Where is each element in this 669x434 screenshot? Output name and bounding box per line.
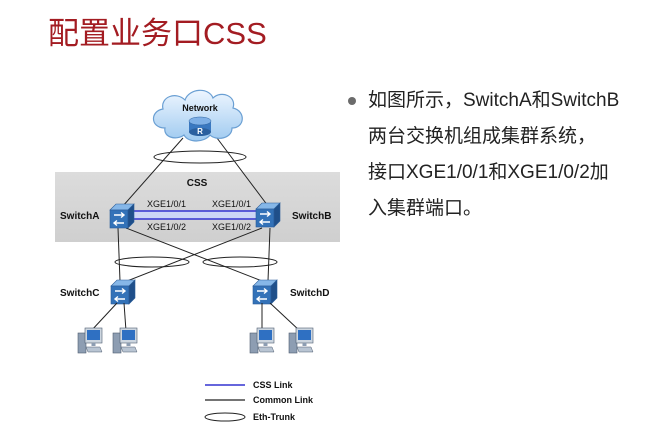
port-label-b-bottom: XGE1/0/2 xyxy=(212,222,251,232)
link-b-c xyxy=(126,227,263,282)
legend-eth-trunk-ellipse xyxy=(204,412,246,422)
bullet-line-1: 如图所示，SwitchA和SwitchB xyxy=(368,90,620,111)
link-b-d xyxy=(267,227,271,282)
eth-trunk-switchc xyxy=(114,256,190,268)
link-a-c xyxy=(117,227,121,282)
pc-icon xyxy=(249,327,275,354)
switch-a-label: SwitchA xyxy=(60,211,99,222)
link-c-pc2 xyxy=(123,302,127,332)
bullet-line-3: 接口XGE1/0/1和XGE1/0/2加 xyxy=(368,162,609,183)
switch-b-icon xyxy=(255,202,281,228)
port-label-b-top: XGE1/0/1 xyxy=(212,199,251,209)
link-c-pc1 xyxy=(90,302,118,332)
legend-css-link-label: CSS Link xyxy=(253,380,294,390)
uplink-a xyxy=(121,137,184,208)
switch-a-icon xyxy=(109,203,135,229)
legend-common-link-label: Common Link xyxy=(253,395,314,405)
css-label: CSS xyxy=(187,178,208,189)
network-diagram: CSS Network R XGE1/0/1 XGE1/0/2 XGE1/0/1… xyxy=(55,89,340,422)
legend-eth-trunk-label: Eth-Trunk xyxy=(253,412,296,422)
switch-c-label: SwitchC xyxy=(60,288,99,299)
link-d-pc4 xyxy=(269,302,301,332)
eth-trunk-uplink xyxy=(153,150,247,164)
bullet-item: 如图所示，SwitchA和SwitchB 两台交换机组成集群系统， 接口XGE1… xyxy=(368,83,619,227)
network-label: Network xyxy=(182,103,219,113)
bullet-line-4: 入集群端口。 xyxy=(368,198,483,219)
switch-c-icon xyxy=(110,279,136,305)
css-link-band xyxy=(133,211,258,219)
port-label-a-bottom: XGE1/0/2 xyxy=(147,222,186,232)
bullet-dot-icon xyxy=(348,97,356,105)
switch-d-label: SwitchD xyxy=(290,288,329,299)
pc-icon xyxy=(288,327,314,354)
uplink-b xyxy=(216,137,269,207)
switch-d-icon xyxy=(252,279,278,305)
eth-trunk-switchd xyxy=(202,256,278,268)
css-cluster-box xyxy=(55,172,340,242)
router-icon: R xyxy=(188,116,212,136)
bullet-line-2: 两台交换机组成集群系统， xyxy=(368,126,597,147)
pc-icon xyxy=(112,327,138,354)
cloud-icon xyxy=(152,89,243,142)
pc-icon xyxy=(77,327,103,354)
port-label-a-top: XGE1/0/1 xyxy=(147,199,186,209)
legend: CSS Link Common Link Eth-Trunk xyxy=(204,380,314,422)
switch-b-label: SwitchB xyxy=(292,211,331,222)
slide-title: 配置业务口CSS xyxy=(48,16,267,51)
router-glyph: R xyxy=(197,127,203,136)
